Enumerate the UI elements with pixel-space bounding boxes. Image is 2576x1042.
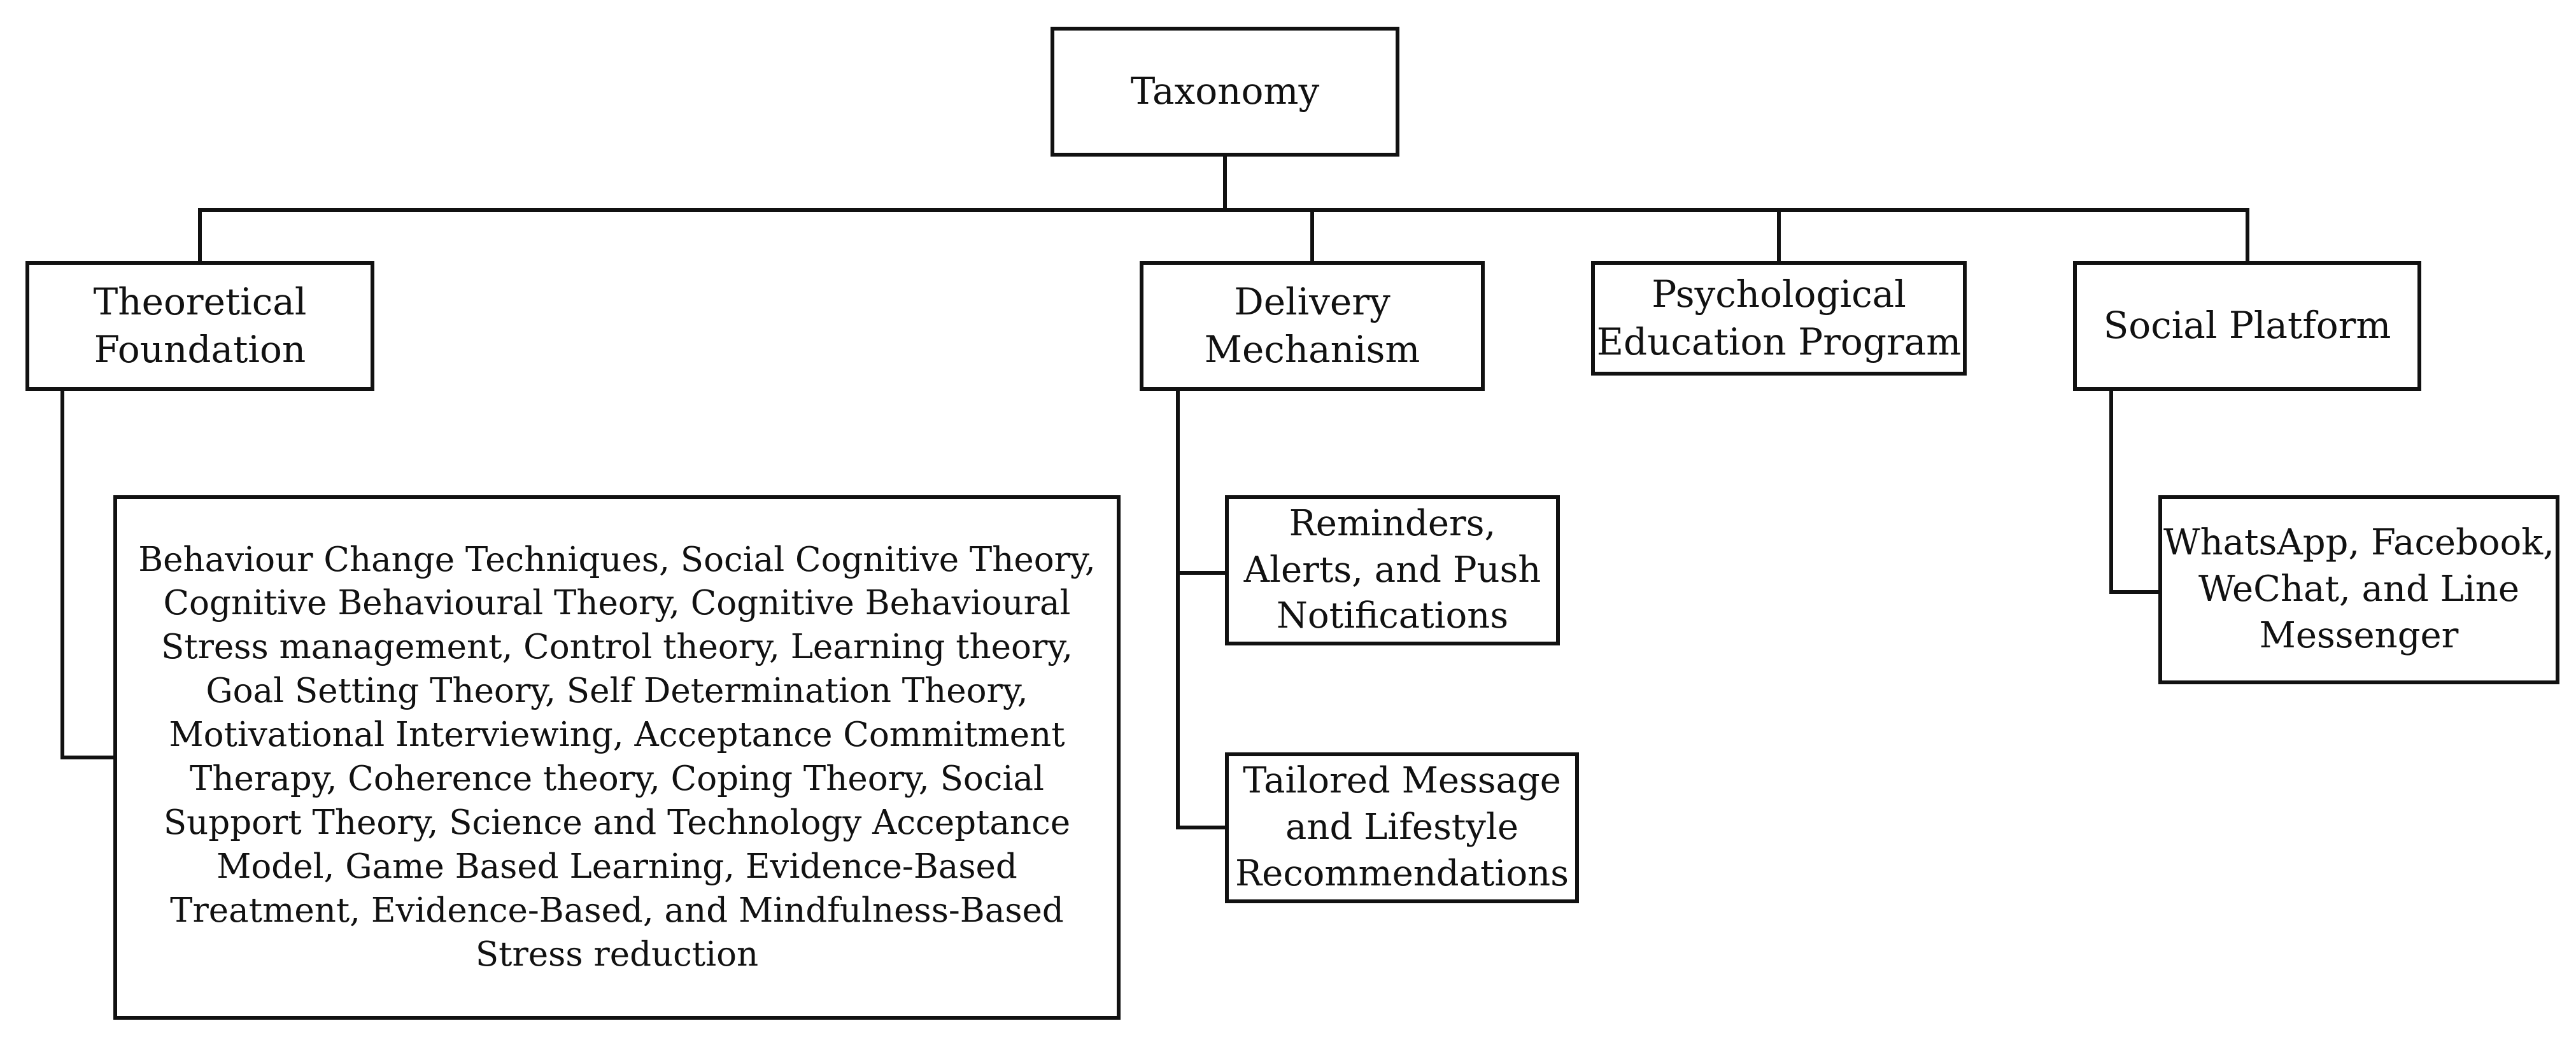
label-line: WeChat, and Line: [2198, 568, 2519, 610]
label-line: Cognitive Behavioural Theory, Cognitive …: [163, 584, 1071, 623]
label-line: Support Theory, Science and Technology A…: [163, 803, 1071, 842]
label-line: Motivational Interviewing, Acceptance Co…: [169, 715, 1065, 755]
label-line: Social Platform: [2103, 304, 2391, 348]
label-line: Reminders,: [1289, 502, 1496, 544]
label-line: Theoretical: [93, 279, 307, 323]
theoretical-foundation-node: Theoretical Foundation: [25, 261, 374, 391]
label-line: Education Program: [1596, 320, 1962, 363]
social-platform-label: Social Platform: [2104, 302, 2391, 349]
label-line: Alerts, and Push: [1243, 549, 1541, 591]
label-line: Stress management, Control theory, Learn…: [160, 628, 1073, 667]
label-line: Notifications: [1276, 595, 1509, 637]
tailored-message-node: Tailored Message and Lifestyle Recommend…: [1225, 752, 1579, 903]
tailored-message-label: Tailored Message and Lifestyle Recommend…: [1235, 758, 1569, 897]
delivery-mechanism-node: Delivery Mechanism: [1140, 261, 1485, 391]
label-line: Messenger: [2259, 614, 2459, 656]
delivery-mechanism-label: Delivery Mechanism: [1205, 278, 1420, 374]
reminders-alerts-node: Reminders, Alerts, and Push Notification…: [1225, 495, 1560, 645]
messenger-apps-label: WhatsApp, Facebook, WeChat, and Line Mes…: [2163, 520, 2554, 659]
label-line: and Lifestyle: [1285, 806, 1518, 848]
taxonomy-root-node: Taxonomy: [1051, 27, 1399, 157]
label-line: Behaviour Change Techniques, Social Cogn…: [138, 540, 1096, 579]
label-line: WhatsApp, Facebook,: [2163, 522, 2554, 564]
label-line: Recommendations: [1235, 852, 1569, 894]
label-line: Model, Game Based Learning, Evidence-Bas…: [216, 847, 1017, 886]
psychological-education-program-label: Psychological Education Program: [1597, 271, 1962, 367]
theoretical-foundation-label: Theoretical Foundation: [94, 278, 307, 374]
theories-list-text: Behaviour Change Techniques, Social Cogn…: [138, 539, 1096, 977]
social-platform-node: Social Platform: [2073, 261, 2421, 391]
label-line: Therapy, Coherence theory, Coping Theory…: [190, 759, 1044, 798]
label-line: Foundation: [94, 328, 306, 371]
label-line: Psychological: [1652, 272, 1906, 316]
label-line: Mechanism: [1204, 328, 1420, 371]
reminders-alerts-label: Reminders, Alerts, and Push Notification…: [1244, 501, 1541, 640]
label-line: Delivery: [1234, 279, 1391, 323]
label-line: Treatment, Evidence-Based, and Mindfulne…: [170, 891, 1064, 930]
label-line: Goal Setting Theory, Self Determination …: [206, 672, 1028, 711]
psychological-education-program-node: Psychological Education Program: [1591, 261, 1967, 376]
taxonomy-root-label: Taxonomy: [1130, 69, 1320, 113]
messenger-apps-node: WhatsApp, Facebook, WeChat, and Line Mes…: [2158, 495, 2559, 684]
label-line: Stress reduction: [475, 934, 759, 974]
theories-list-node: Behaviour Change Techniques, Social Cogn…: [113, 495, 1121, 1020]
label-line: Tailored Message: [1243, 760, 1561, 802]
